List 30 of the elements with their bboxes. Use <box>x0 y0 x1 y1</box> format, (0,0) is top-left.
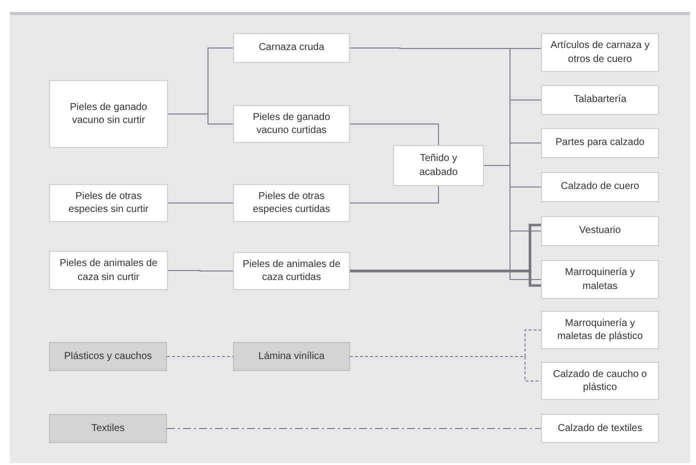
process-box: Marroquinería y maletas <box>541 260 659 299</box>
connector-line <box>350 186 439 204</box>
process-box: Calzado de textiles <box>541 414 659 443</box>
connector-line <box>168 114 234 124</box>
connector-line <box>350 124 439 146</box>
process-box: Pieles de otras especies sin curtir <box>49 184 168 222</box>
process-box: Calzado de cuero <box>541 172 659 202</box>
process-box: Textiles <box>49 414 167 443</box>
connector-line <box>168 270 234 272</box>
connector-line <box>350 270 541 287</box>
connector-line <box>166 356 234 357</box>
process-box: Calzado de caucho o plástico <box>541 362 659 400</box>
process-box: Plásticos y cauchos <box>49 342 167 371</box>
connector-line <box>166 428 542 429</box>
process-box: Pieles de ganado vacuno curtidas <box>233 105 350 143</box>
connector-line <box>350 356 542 382</box>
process-box: Artículos de carnaza y otros de cuero <box>541 33 659 72</box>
process-box: Partes para calzado <box>541 128 659 158</box>
process-box: Teñido y acabado <box>393 145 484 186</box>
connector-line <box>168 202 234 204</box>
process-box: Vestuario <box>541 216 659 246</box>
process-box: Marroquinería y maletas de plástico <box>541 311 659 349</box>
process-box: Carnaza cruda <box>233 33 350 63</box>
process-box: Lámina vinílica <box>233 342 350 371</box>
connector-line <box>484 165 542 280</box>
process-box: Pieles de otras especies curtidas <box>233 184 350 222</box>
process-box: Pieles de animales de caza sin curtir <box>49 251 168 290</box>
process-box: Pieles de animales de caza curtidas <box>233 252 350 290</box>
process-box: Pieles de ganado vacuno sin curtir <box>49 80 168 148</box>
process-box: Talabartería <box>541 85 659 115</box>
